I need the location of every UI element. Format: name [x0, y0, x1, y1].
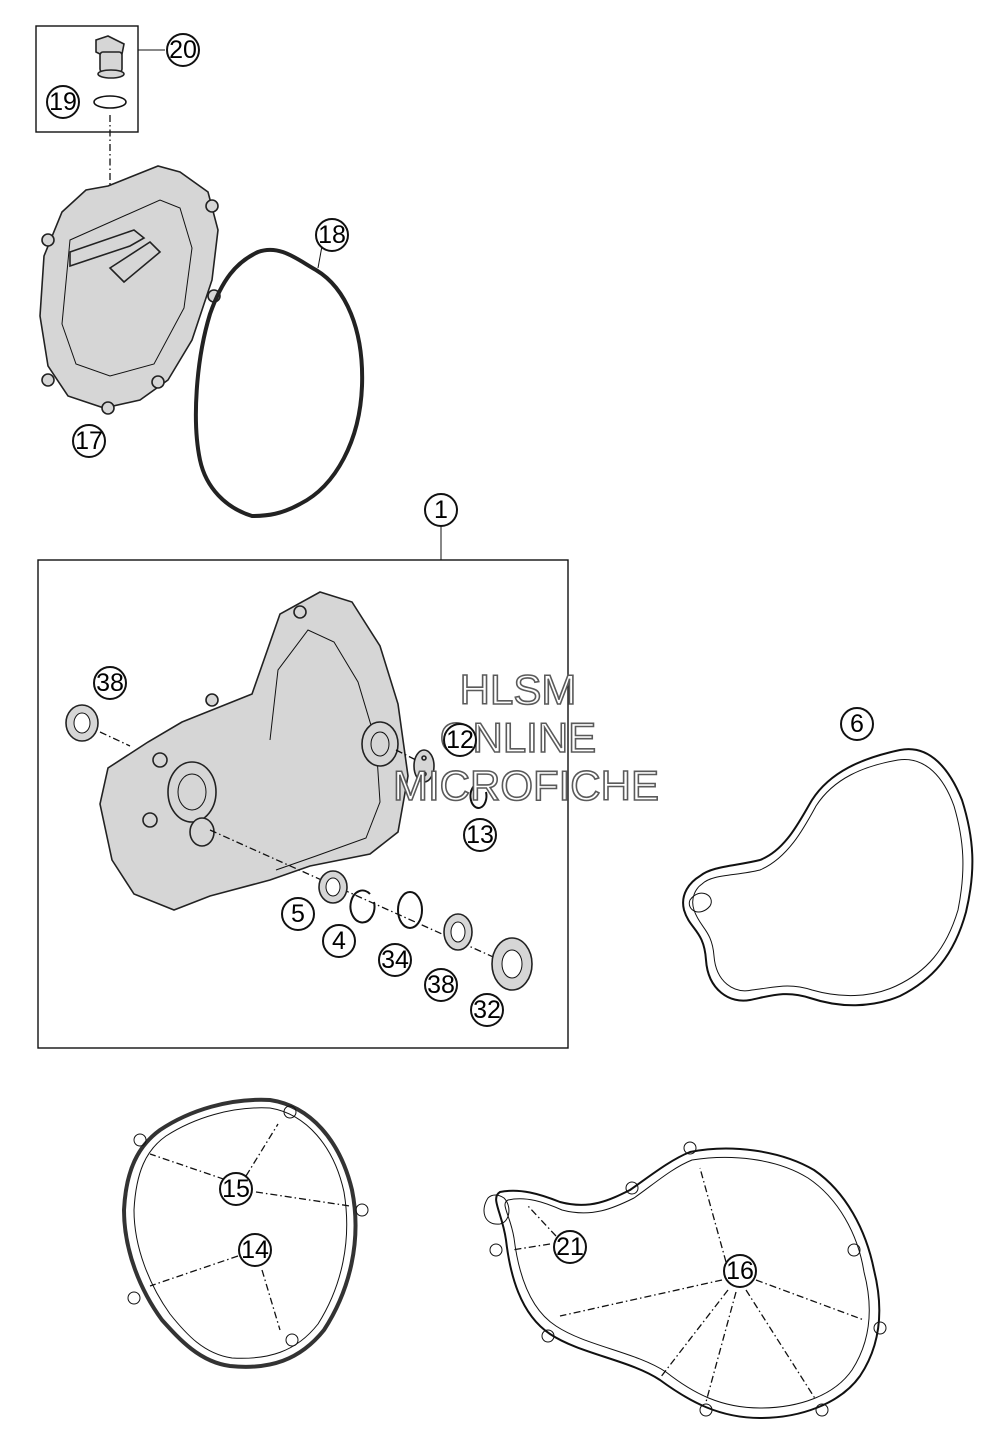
clutch-cover: [39, 165, 221, 415]
svg-text:20: 20: [169, 36, 197, 64]
svg-text:19: 19: [49, 88, 77, 116]
watermark-line-3: MICROFICHE: [393, 762, 659, 809]
svg-text:38: 38: [427, 971, 455, 999]
circlip-small: [469, 783, 488, 809]
svg-text:32: 32: [473, 996, 501, 1024]
callout-20: 20: [166, 33, 200, 67]
watermark: HLSM ONLINE MICROFICHE: [392, 665, 660, 810]
callout-1: 1: [424, 493, 458, 527]
svg-text:5: 5: [291, 900, 305, 928]
shaft-seal-left: [65, 704, 99, 742]
clutch-cover-housing: [99, 591, 409, 911]
seal-ring: [443, 913, 473, 951]
callout-21: 21: [553, 1230, 587, 1264]
callout-34: 34: [378, 943, 412, 977]
circlip: [349, 889, 376, 924]
crankcase-gasket: [495, 1147, 881, 1420]
svg-text:1: 1: [434, 496, 448, 524]
callout-19: 19: [46, 85, 80, 119]
svg-text:16: 16: [726, 1257, 754, 1285]
callout-14: 14: [238, 1233, 272, 1267]
water-pump-seal: [413, 749, 435, 783]
svg-text:6: 6: [850, 710, 864, 738]
ignition-cover-gasket: [121, 1097, 358, 1369]
clutch-cover-inner-gasket: [682, 748, 974, 1007]
callout-38-ring: 38: [424, 968, 458, 1002]
ball-bearing: [491, 937, 533, 991]
callout-6: 6: [840, 707, 874, 741]
callout-4: 4: [322, 924, 356, 958]
callout-18: 18: [315, 218, 349, 252]
retaining-ring: [397, 891, 423, 929]
cover-assembly-box: [37, 559, 569, 1049]
svg-text:17: 17: [75, 427, 103, 455]
callout-5: 5: [281, 897, 315, 931]
svg-text:12: 12: [446, 726, 474, 754]
o-ring: [93, 95, 127, 109]
svg-text:13: 13: [466, 821, 494, 849]
oil-filler-plug: [95, 35, 125, 79]
svg-text:15: 15: [222, 1175, 250, 1203]
svg-text:34: 34: [381, 946, 409, 974]
oil-seal: [318, 870, 348, 904]
callout-12: 12: [443, 723, 477, 757]
watermark-line-1: HLSM: [460, 666, 577, 713]
callout-15: 15: [219, 1172, 253, 1206]
svg-text:38: 38: [96, 669, 124, 697]
callout-13: 13: [463, 818, 497, 852]
svg-text:21: 21: [556, 1233, 584, 1261]
callout-38-seal: 38: [93, 666, 127, 700]
callout-17: 17: [72, 424, 106, 458]
oil-plug-box: [35, 25, 139, 133]
svg-text:4: 4: [332, 927, 346, 955]
callout-32: 32: [470, 993, 504, 1027]
clutch-cover-gasket: [193, 247, 365, 519]
svg-text:14: 14: [241, 1236, 269, 1264]
callout-16: 16: [723, 1254, 757, 1288]
svg-text:18: 18: [318, 221, 346, 249]
